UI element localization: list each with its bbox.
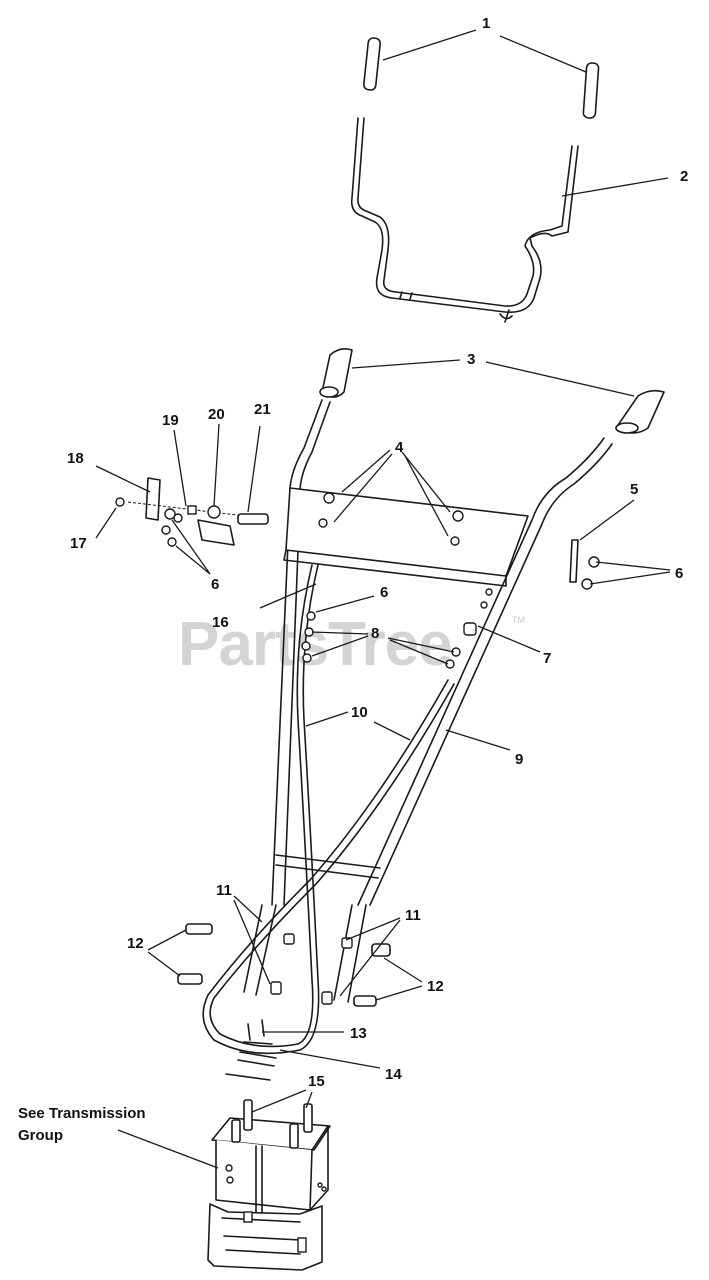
part-3-grips [319, 348, 665, 434]
note-line-2: Group [18, 1127, 63, 1144]
callout-20: 20 [208, 406, 225, 423]
hardware-group [115, 477, 600, 1081]
callout-labels: 1 2 3 4 5 6 6 6 7 8 9 10 11 11 12 12 13 … [67, 15, 688, 1090]
callout-6-center: 6 [380, 584, 388, 601]
part-10-cable [202, 564, 455, 1055]
callout-3: 3 [467, 351, 475, 368]
callout-8: 8 [371, 625, 379, 642]
transmission-mount [207, 1099, 331, 1271]
callout-11-right: 11 [405, 907, 421, 924]
watermark-trademark: TM [512, 615, 525, 625]
callout-21: 21 [254, 401, 271, 418]
part-1-grips [363, 37, 600, 119]
note-line-1: See Transmission [18, 1105, 146, 1122]
callout-13: 13 [350, 1025, 367, 1042]
part-2-upper-handle [350, 117, 579, 323]
callout-4: 4 [395, 439, 404, 456]
callout-1: 1 [482, 15, 490, 32]
callout-6-right: 6 [675, 565, 683, 582]
callout-19: 19 [162, 412, 179, 429]
callout-12-left: 12 [127, 935, 144, 952]
part-9-handle-frame [243, 399, 613, 1003]
callout-10: 10 [351, 704, 368, 721]
callout-12-right: 12 [427, 978, 444, 995]
callout-17: 17 [70, 535, 87, 552]
leader-lines [95, 29, 671, 1169]
callout-7: 7 [543, 650, 551, 667]
watermark: PartsTree [178, 610, 452, 679]
callout-9: 9 [515, 751, 523, 768]
callout-2: 2 [680, 168, 688, 185]
callout-6-left: 6 [211, 576, 219, 593]
callout-18: 18 [67, 450, 84, 467]
callout-14: 14 [385, 1066, 402, 1083]
callout-11-left: 11 [216, 882, 232, 899]
callout-16: 16 [212, 614, 229, 631]
callout-5: 5 [630, 481, 638, 498]
callout-15: 15 [308, 1073, 325, 1090]
